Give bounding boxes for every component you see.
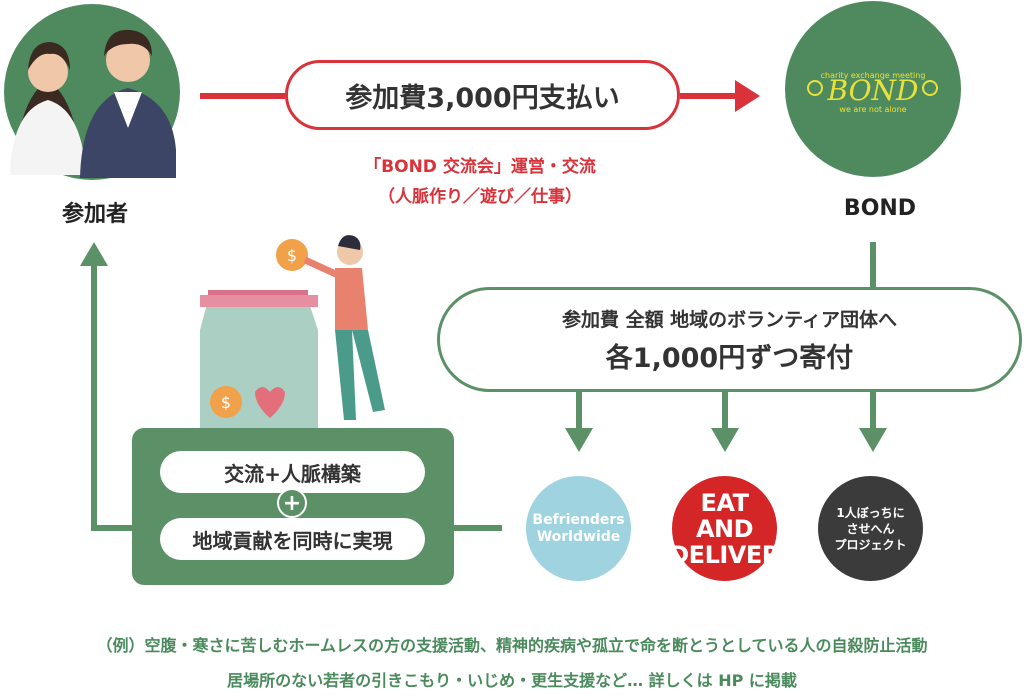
donation-line1: 参加費 全額 地域のボランティア団体へ	[561, 308, 898, 331]
donation-pill: 参加費 全額 地域のボランティア団体へ 各1,000円ずつ寄付	[437, 287, 1022, 392]
payment-label: 参加費3,000円支払い	[345, 82, 620, 114]
outcome-item2: 地域貢献を同時に実現	[160, 518, 425, 560]
bond-logo: charity exchange meeting BOND we are not…	[785, 1, 961, 177]
operation-line2: （人脈作り／遊び／仕事）	[378, 187, 582, 207]
donation-jar-illustration: $ $	[200, 235, 385, 430]
org-hitoribocchi-project: 1人ぼっちに させへん プロジェクト	[818, 476, 923, 581]
org3-line1: 1人ぼっちに	[836, 505, 905, 520]
svg-text:charity exchange meeting: charity exchange meeting	[821, 71, 926, 80]
org2-line1: EAT AND	[695, 488, 754, 543]
org-befrienders-worldwide: Befrienders Worldwide	[526, 476, 631, 581]
bond-label: BOND	[843, 196, 917, 221]
svg-text:$: $	[221, 393, 231, 412]
plus-icon: +	[277, 488, 307, 518]
org1-line2: Worldwide	[536, 528, 621, 545]
participant-avatar	[4, 4, 180, 180]
org3-line2: させへん	[846, 521, 895, 536]
org-eat-and-deliver: EAT AND DELIVER	[669, 476, 780, 581]
svg-text:$: $	[287, 246, 297, 265]
bond-logo-text: BOND	[827, 74, 919, 107]
outcome-item1: 交流+人脈構築	[160, 451, 425, 493]
org1-line1: Befrienders	[532, 511, 625, 528]
org2-line2: DELIVER	[669, 540, 780, 569]
participant-label: 参加者	[61, 202, 128, 227]
footer-line1: （例）空腹・寒さに苦しむホームレスの方の支援活動、精神的疾病や孤立で命を断とうと…	[96, 636, 928, 655]
svg-text:we are not alone: we are not alone	[839, 105, 906, 114]
payment-pill: 参加費3,000円支払い	[285, 60, 680, 130]
org3-line3: プロジェクト	[834, 537, 907, 552]
operation-line1: 「BOND 交流会」運営・交流	[364, 157, 596, 177]
donation-line2: 各1,000円ずつ寄付	[605, 342, 854, 374]
footer-line2: 居場所のない若者の引きこもり・いじめ・更生支援など… 詳しくは HP に掲載	[227, 671, 797, 690]
